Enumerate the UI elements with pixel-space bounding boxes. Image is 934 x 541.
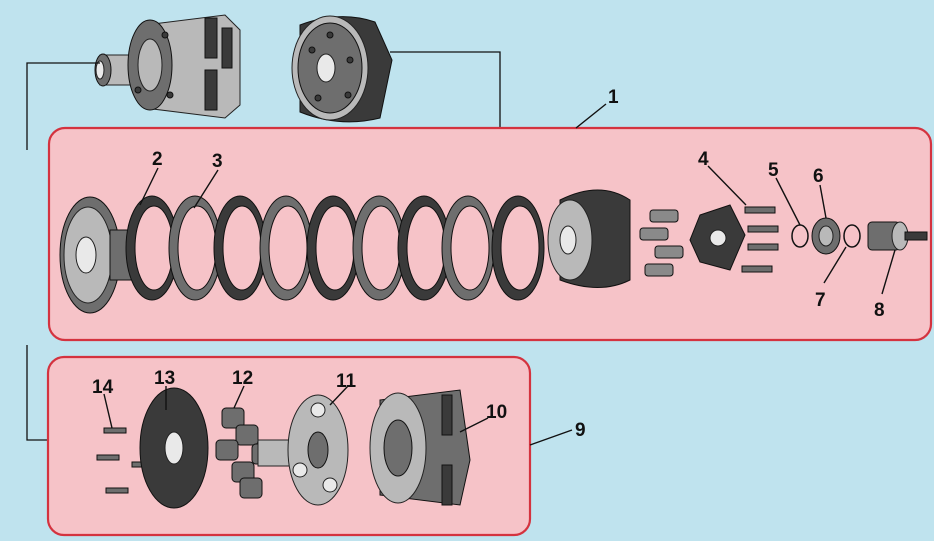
callout-1: 1 — [608, 87, 619, 108]
clutch-plate-center — [361, 205, 401, 291]
plate-13 — [139, 387, 209, 509]
callout-9: 9 — [575, 420, 586, 441]
bearing-6 — [811, 217, 841, 255]
callout-2: 2 — [152, 149, 163, 170]
washer-7 — [843, 224, 861, 248]
clutch-plate-center — [500, 205, 540, 291]
clutch-plate-center — [222, 205, 262, 291]
callout-7: 7 — [815, 290, 826, 311]
callout-12: 12 — [232, 368, 253, 389]
clutch-plate-center — [268, 205, 308, 291]
callout-10: 10 — [486, 402, 507, 423]
callout-11: 11 — [336, 371, 357, 392]
clutch-plate-center — [315, 205, 355, 291]
callout-5: 5 — [768, 160, 779, 181]
callout-3: 3 — [212, 151, 223, 172]
clutch-plate-center — [134, 205, 174, 291]
callout-6: 6 — [813, 166, 824, 187]
callout-14: 14 — [92, 377, 114, 398]
bracket-top-right — [390, 51, 501, 128]
bracket-bottom-left — [26, 345, 48, 441]
clutch-pressure-plate-assembly-icon — [291, 15, 393, 123]
spring-plate-part — [689, 204, 746, 271]
clutch-hub-part — [547, 189, 631, 288]
callout-4: 4 — [698, 149, 709, 170]
clutch-plate-center — [450, 205, 490, 291]
clutch-plates-stack — [125, 195, 545, 301]
push-rod-8 — [867, 221, 928, 251]
clutch-plate-center — [177, 205, 217, 291]
clutch-basket-assembly-icon — [94, 14, 241, 119]
callout-13: 13 — [154, 368, 175, 389]
springs-group — [639, 209, 684, 277]
spring-bolts — [741, 206, 779, 273]
pressure-plate-part — [59, 196, 133, 314]
bracket-top-left — [26, 62, 100, 150]
primary-gear-11 — [257, 394, 349, 506]
clutch-plate-center — [406, 205, 446, 291]
leader-lines — [103, 103, 896, 446]
callout-8: 8 — [874, 300, 885, 321]
clutch-basket-10 — [369, 389, 471, 506]
